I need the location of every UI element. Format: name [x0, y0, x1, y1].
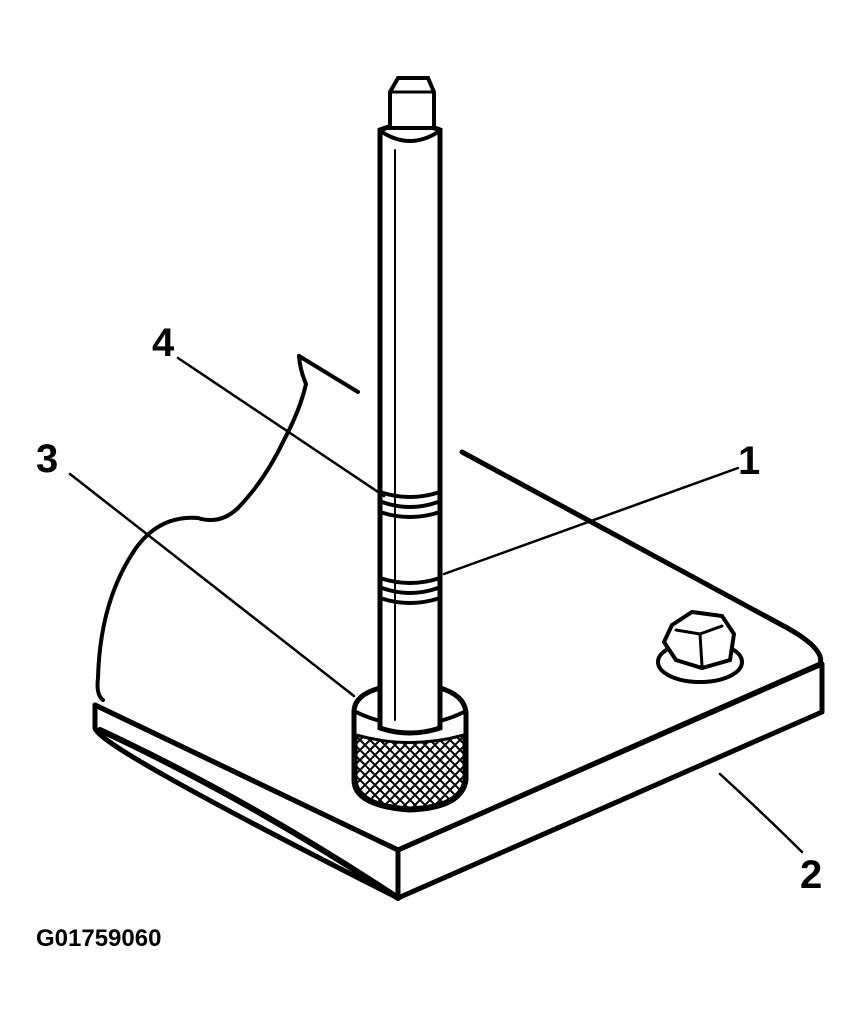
callout-3: 3	[36, 437, 58, 481]
hex-bolt	[656, 609, 744, 684]
callout-4: 4	[152, 321, 175, 365]
callout-1: 1	[738, 439, 760, 483]
mounting-plate	[92, 354, 825, 901]
leader-lines	[68, 356, 804, 854]
figure-id: G01759060	[36, 925, 161, 952]
shaft	[377, 76, 443, 736]
callout-2: 2	[800, 853, 822, 897]
